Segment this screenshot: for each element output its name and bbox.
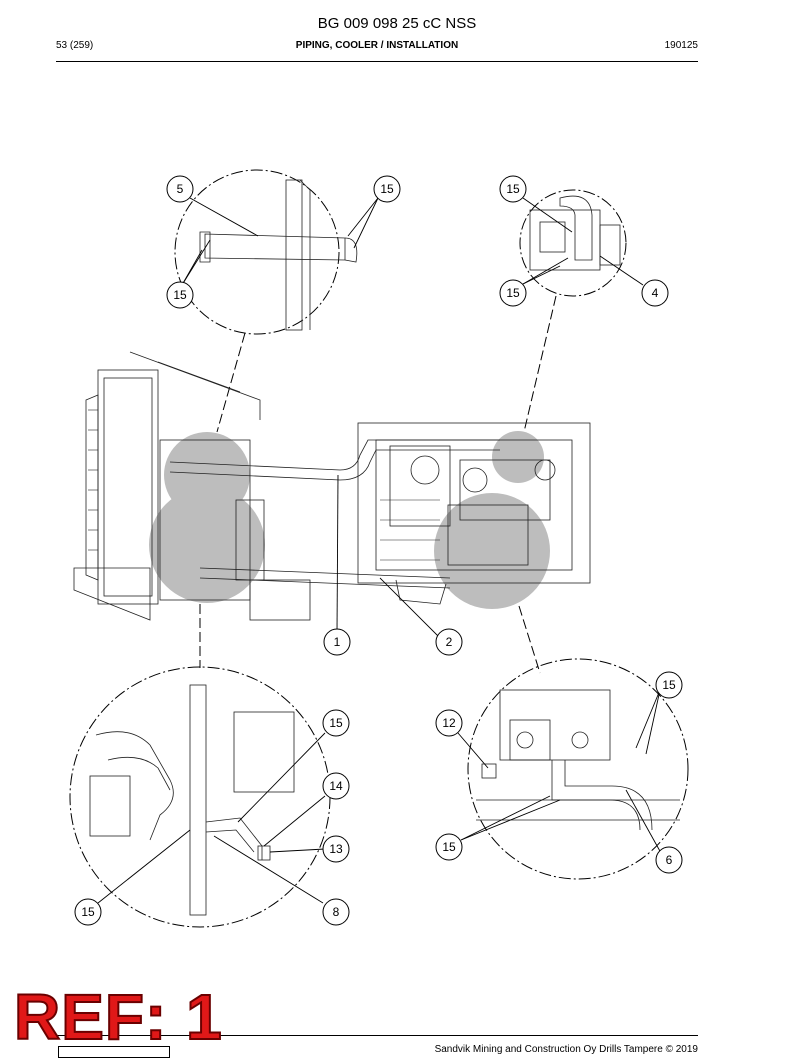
- callout-15-e: 15: [322, 709, 350, 737]
- detail-circle-top-left: [174, 169, 340, 335]
- callout-label: 15: [506, 286, 520, 300]
- detail-circle-bottom-right: [467, 658, 689, 880]
- callout-15-h: 15: [435, 833, 463, 861]
- callout-label: 13: [329, 842, 343, 856]
- callout-13: 13: [322, 835, 350, 863]
- callout-label: 15: [173, 288, 187, 302]
- detail-leaders: [199, 295, 557, 674]
- callout-label: 15: [506, 182, 520, 196]
- callout-2: 2: [435, 628, 463, 656]
- callout-15-g: 15: [655, 671, 683, 699]
- callout-14: 14: [322, 772, 350, 800]
- callout-5: 5: [166, 175, 194, 203]
- footer-copyright: Sandvik Mining and Construction Oy Drill…: [434, 1044, 698, 1055]
- callout-label: 6: [666, 853, 673, 867]
- callout-12: 12: [435, 709, 463, 737]
- callout-label: 12: [442, 716, 456, 730]
- callout-1: 1: [323, 628, 351, 656]
- detail-bottom-left-content: [89, 684, 295, 916]
- callout-label: 4: [652, 286, 659, 300]
- callout-label: 15: [380, 182, 394, 196]
- ref-stamp: REF: 1: [13, 981, 223, 1053]
- callout-15-a: 15: [373, 175, 401, 203]
- footer-rule: [56, 1035, 698, 1036]
- main-assembly: [73, 351, 591, 621]
- callout-label: 15: [442, 840, 456, 854]
- callout-15-d: 15: [499, 279, 527, 307]
- callout-label: 2: [446, 635, 453, 649]
- callout-label: 15: [81, 905, 95, 919]
- callout-15-b: 15: [166, 281, 194, 309]
- header-rule: [56, 61, 698, 62]
- detail-circle-top-right: [519, 189, 627, 297]
- document-code: BG 009 098 25 cC NSS: [317, 15, 477, 32]
- callout-8: 8: [322, 898, 350, 926]
- callouts: 5 15 15 15 15 4 1 2: [74, 175, 683, 926]
- callout-leaders: [97, 197, 662, 904]
- callout-4: 4: [641, 279, 669, 307]
- callout-label: 15: [662, 678, 676, 692]
- callout-15-f: 15: [74, 898, 102, 926]
- header-row: 53 (259) PIPING, COOLER / INSTALLATION 1…: [56, 40, 698, 56]
- callout-label: 15: [329, 716, 343, 730]
- callout-label: 8: [333, 905, 340, 919]
- detail-top-right-content: [529, 195, 621, 271]
- detail-circle-bottom-left: [69, 666, 331, 928]
- page-number: 53 (259): [56, 40, 94, 51]
- detail-top-left-content: [199, 179, 358, 331]
- callout-label: 14: [329, 779, 343, 793]
- section-title: PIPING, COOLER / INSTALLATION: [295, 40, 459, 51]
- callout-15-c: 15: [499, 175, 527, 203]
- detail-bottom-right-content: [476, 689, 680, 831]
- callout-6: 6: [655, 846, 683, 874]
- document-date: 190125: [664, 40, 698, 51]
- callout-label: 5: [177, 182, 184, 196]
- callout-label: 1: [334, 635, 341, 649]
